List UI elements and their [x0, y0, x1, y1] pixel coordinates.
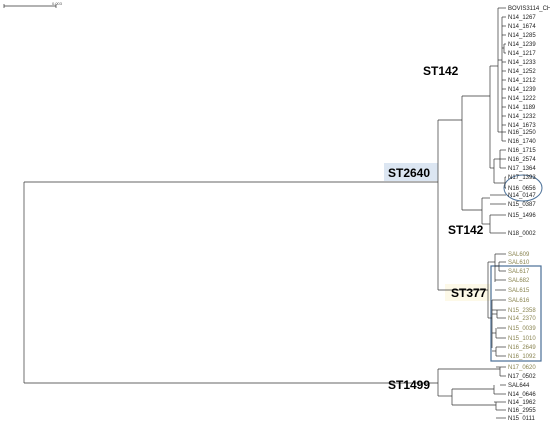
leaf-label: N15_0039 [508, 326, 536, 332]
cluster-label-st2640: ST2640 [388, 166, 430, 180]
cluster-label-st142-mid: ST142 [448, 223, 484, 237]
leaf-label: N14_1674 [508, 24, 536, 30]
leaf-label: N16_2955 [508, 408, 536, 414]
leaf-label: N16_0656 [508, 186, 536, 192]
leaf-label: N14_1239 [508, 42, 536, 48]
leaf-label: N16_2649 [508, 345, 536, 351]
cluster-label-st142-top: ST142 [423, 64, 459, 78]
leaf-label: N16_2574 [508, 157, 536, 163]
leaf-label: N14_1232 [508, 114, 536, 120]
leaf-label: SAL644 [508, 383, 530, 389]
leaf-label: N14_1189 [508, 105, 536, 111]
scale-bar-label: 0.003 [52, 1, 63, 6]
st377-clade-box [490, 265, 542, 362]
leaf-label: N14_0646 [508, 392, 536, 398]
leaf-label: SAL682 [508, 278, 530, 284]
st377-label-box [445, 284, 491, 301]
leaf-label: N16_1250 [508, 130, 536, 136]
leaf-label: N14_1285 [508, 33, 536, 39]
leaf-label: N17_1364 [508, 166, 536, 172]
leaf-label: N15_0111 [508, 416, 535, 421]
leaf-label: N14_1222 [508, 96, 536, 102]
leaf-label: BOVIS3114_CH [508, 6, 550, 12]
leaf-label: N17_0620 [508, 365, 536, 371]
leaf-label: N16_1092 [508, 354, 536, 360]
leaf-label: N15_1010 [508, 336, 536, 342]
leaf-label: SAL617 [508, 269, 530, 275]
leaf-label: N17_1393 [508, 175, 536, 181]
leaf-label: N14_1673 [508, 123, 536, 129]
leaf-label: N14_2370 [508, 316, 536, 322]
leaf-label: N16_1740 [508, 139, 536, 145]
cluster-label-st377: ST377 [451, 286, 487, 300]
leaf-label: N17_0502 [508, 374, 536, 380]
leaf-label: N14_1267 [508, 15, 536, 21]
st2640-label-box [384, 163, 438, 181]
st2640-clade-ellipse [503, 174, 543, 202]
leaf-label: N14_1252 [508, 69, 536, 75]
leaf-label: N15_1496 [508, 213, 536, 219]
cluster-label-st1499: ST1499 [388, 378, 430, 392]
leaf-label: N15_0387 [508, 202, 536, 208]
leaf-label: SAL615 [508, 288, 530, 294]
leaf-label: N14_1217 [508, 51, 536, 57]
leaf-label: N16_1715 [508, 148, 536, 154]
leaf-label: N14_1239 [508, 87, 536, 93]
leaf-label: N15_2358 [508, 308, 536, 314]
leaf-label: SAL609 [508, 252, 530, 258]
leaf-labels: BOVIS3114_CH N14_1267N14_1674N14_1285N14_… [490, 6, 550, 421]
leaf-label: N18_0002 [508, 231, 536, 237]
leaf-label: SAL616 [508, 298, 530, 304]
leaf-label: N14_1233 [508, 60, 536, 66]
leaf-label: SAL610 [508, 260, 530, 266]
leaf-label: N14_1962 [508, 400, 536, 406]
leaf-label: N14_1212 [508, 78, 536, 84]
leaf-label: N14_0147 [508, 193, 536, 199]
